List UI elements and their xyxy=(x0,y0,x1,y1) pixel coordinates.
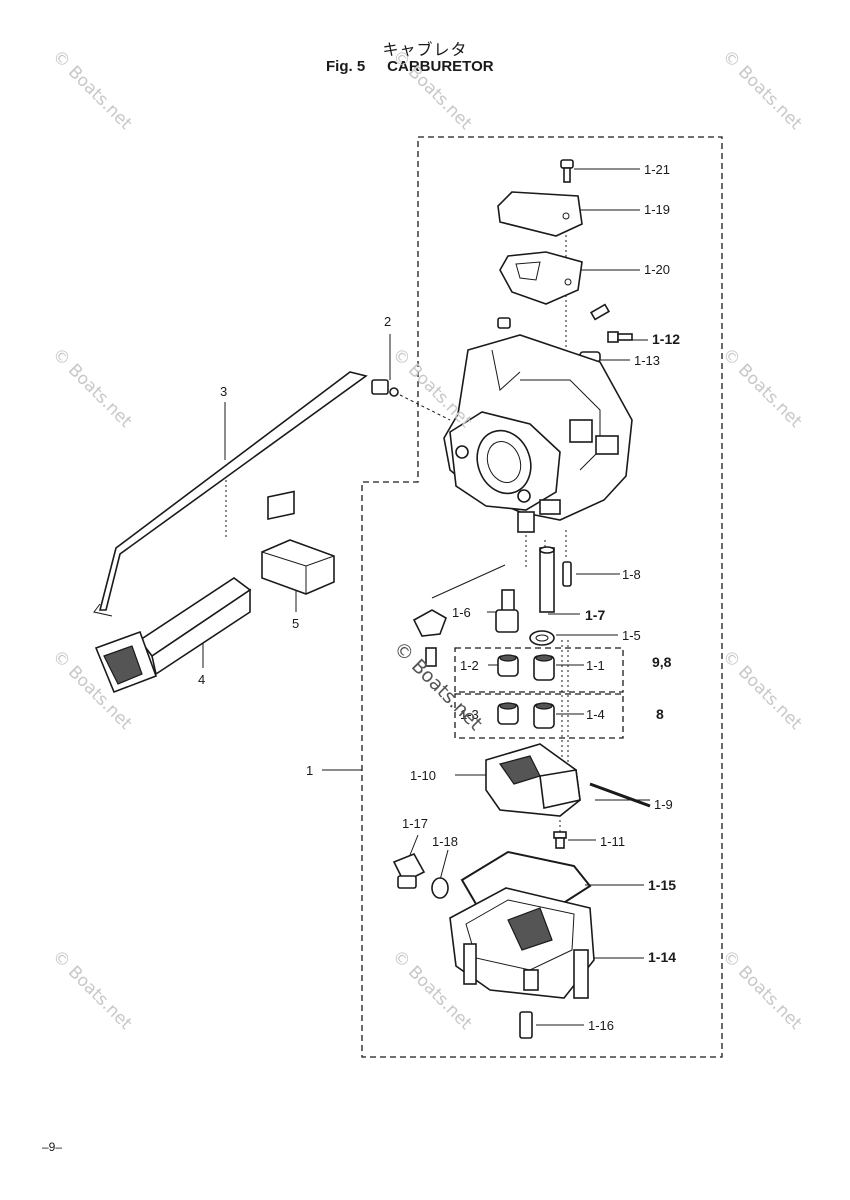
label-4: 4 xyxy=(198,672,205,687)
label-1-7: 1-7 xyxy=(585,607,605,623)
figure-name: CARBURETOR xyxy=(387,58,494,75)
label-1-11: 1-11 xyxy=(600,834,625,849)
label-1-4: 1-4 xyxy=(586,707,605,722)
cover-plate-1-19 xyxy=(497,191,583,237)
clip-2-part xyxy=(371,379,399,397)
pilot-screw-part xyxy=(425,647,437,667)
label-1-5: 1-5 xyxy=(622,628,641,643)
screw-1-12-part xyxy=(607,331,633,343)
label-1-15: 1-15 xyxy=(648,877,676,893)
float-chamber-1-14-part xyxy=(449,887,595,999)
label-1-20: 1-20 xyxy=(644,262,670,277)
label-1-17: 1-17 xyxy=(402,816,428,831)
label-9-8: 9,8 xyxy=(652,654,672,670)
label-1-6: 1-6 xyxy=(452,605,471,620)
label-1-8: 1-8 xyxy=(622,567,641,582)
label-3: 3 xyxy=(220,384,227,399)
figure-number: Fig. 5 xyxy=(326,58,366,75)
leader-lines xyxy=(202,168,650,1026)
label-1-16: 1-16 xyxy=(588,1018,614,1033)
label-1-2: 1-2 xyxy=(460,658,479,673)
main-nozzle-1-7-part xyxy=(539,546,555,613)
drain-plug-1-17-part xyxy=(392,852,426,889)
label-1-10: 1-10 xyxy=(410,768,436,783)
label-1-3: 1-3 xyxy=(460,707,479,722)
float-valve-1-8-part xyxy=(562,561,572,587)
float-1-10-part xyxy=(485,743,581,817)
needle-jet-1-6-part xyxy=(495,589,519,633)
choke-knob-4-part xyxy=(94,577,252,694)
kit-box-9-8 xyxy=(454,647,624,693)
label-1-1: 1-1 xyxy=(586,658,605,673)
gasket-1-20 xyxy=(499,251,583,305)
label-1-9: 1-9 xyxy=(654,797,673,812)
link-rod-3 xyxy=(98,371,368,611)
label-2: 2 xyxy=(384,314,391,329)
screw-top-part xyxy=(589,303,611,321)
japanese-title: キャブレタ xyxy=(382,40,468,59)
label-5: 5 xyxy=(292,616,299,631)
label-1-21: 1-21 xyxy=(644,162,670,177)
jet-1-2-part xyxy=(497,654,519,677)
bracket-plate xyxy=(412,609,447,637)
jet-1-1-part xyxy=(533,654,555,681)
kit-box-8 xyxy=(454,693,624,739)
o-ring-1-5 xyxy=(529,630,555,646)
screw-1-11-part xyxy=(553,831,567,849)
washer-1-18 xyxy=(431,877,449,899)
jet-1-3-part xyxy=(497,702,519,725)
grommet-5-part xyxy=(261,490,335,595)
screw-1-16-part xyxy=(519,1011,533,1039)
label-8: 8 xyxy=(656,706,664,722)
jet-1-4-part xyxy=(533,702,555,729)
carburetor-body xyxy=(443,334,633,533)
screw-1-21 xyxy=(560,159,574,183)
label-1-12: 1-12 xyxy=(652,331,680,347)
label-1-13: 1-13 xyxy=(634,353,660,368)
assembly-axes xyxy=(225,220,569,835)
assembly-boundary xyxy=(361,136,723,1058)
label-1-18: 1-18 xyxy=(432,834,458,849)
callout-labels: 1-21 1-19 1-20 1-12 1-13 2 3 5 4 1-8 1-6… xyxy=(198,162,680,1033)
label-1-19: 1-19 xyxy=(644,202,670,217)
page-number: –9– xyxy=(42,1140,63,1154)
label-1-14: 1-14 xyxy=(648,949,676,965)
label-1: 1 xyxy=(306,763,313,778)
figure-title: Fig. 5 CARBURETOR xyxy=(326,58,494,75)
nut-top-part xyxy=(497,317,511,329)
float-pin-1-9 xyxy=(589,782,651,808)
